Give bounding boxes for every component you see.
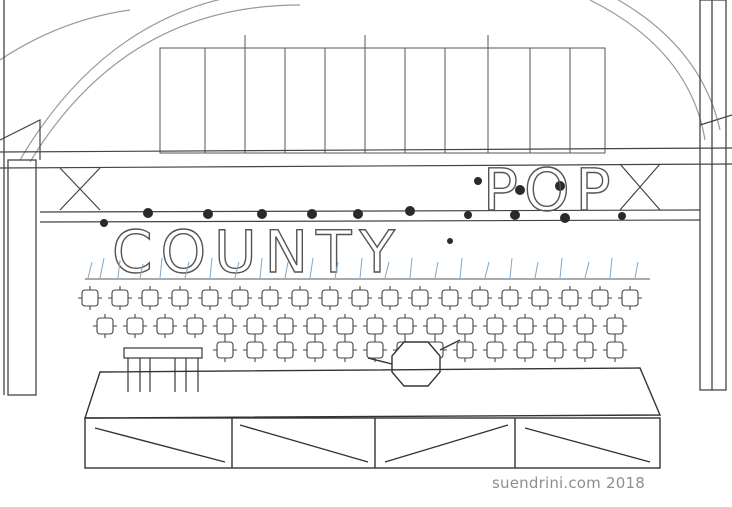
lattice-connector [78,286,102,310]
pop-sign: POP [483,156,617,224]
lattice-connector [363,338,387,362]
lattice-connector [603,338,627,362]
lattice-connector [348,286,372,310]
lattice-connector [213,338,237,362]
lattice-connector [243,338,267,362]
lattice-connector [258,286,282,310]
lattice-connector [453,338,477,362]
stage [84,367,662,469]
lattice-connector [573,338,597,362]
lattice-connector [513,314,537,338]
drum [367,339,461,387]
county-sign: COUNTY [112,218,403,286]
hanging-lights [100,177,626,244]
side-pillars [3,0,727,396]
lattice-connector [228,286,252,310]
lattice-connector [123,314,147,338]
lattice-connector [108,286,132,310]
truss-beams [0,114,732,223]
lattice-connector [213,314,237,338]
lattice-connector [273,338,297,362]
lattice-connector [453,314,477,338]
lattice-connector [543,338,567,362]
lattice-connector [333,314,357,338]
lattice-wall [78,286,642,362]
lattice-connector [378,286,402,310]
lattice-connector [393,314,417,338]
lattice-connector [618,286,642,310]
lattice-connector [288,286,312,310]
lattice-connector [138,286,162,310]
lattice-connector [498,286,522,310]
lattice-connector [318,286,342,310]
lattice-connector [468,286,492,310]
lattice-connector [303,338,327,362]
back-panels [159,35,606,154]
lattice-connector [603,314,627,338]
lattice-connector [573,314,597,338]
lattice-connector [153,314,177,338]
lattice-connector [423,314,447,338]
lattice-connector [588,286,612,310]
watermark-text: suendrini.com 2018 [492,474,645,492]
lattice-connector [483,338,507,362]
lattice-connector [333,338,357,362]
lattice-connector [198,286,222,310]
lattice-connector [93,314,117,338]
lattice-connector [543,314,567,338]
lattice-connector [183,314,207,338]
lattice-connector [483,314,507,338]
lattice-connector [243,314,267,338]
grass-strip [85,257,650,280]
lattice-connector [363,314,387,338]
lattice-connector [513,338,537,362]
lattice-connector [408,286,432,310]
lattice-connector [168,286,192,310]
stool [123,347,203,392]
lattice-connector [438,286,462,310]
lattice-connector [528,286,552,310]
lattice-connector [273,314,297,338]
lattice-connector [303,314,327,338]
lattice-connector [558,286,582,310]
